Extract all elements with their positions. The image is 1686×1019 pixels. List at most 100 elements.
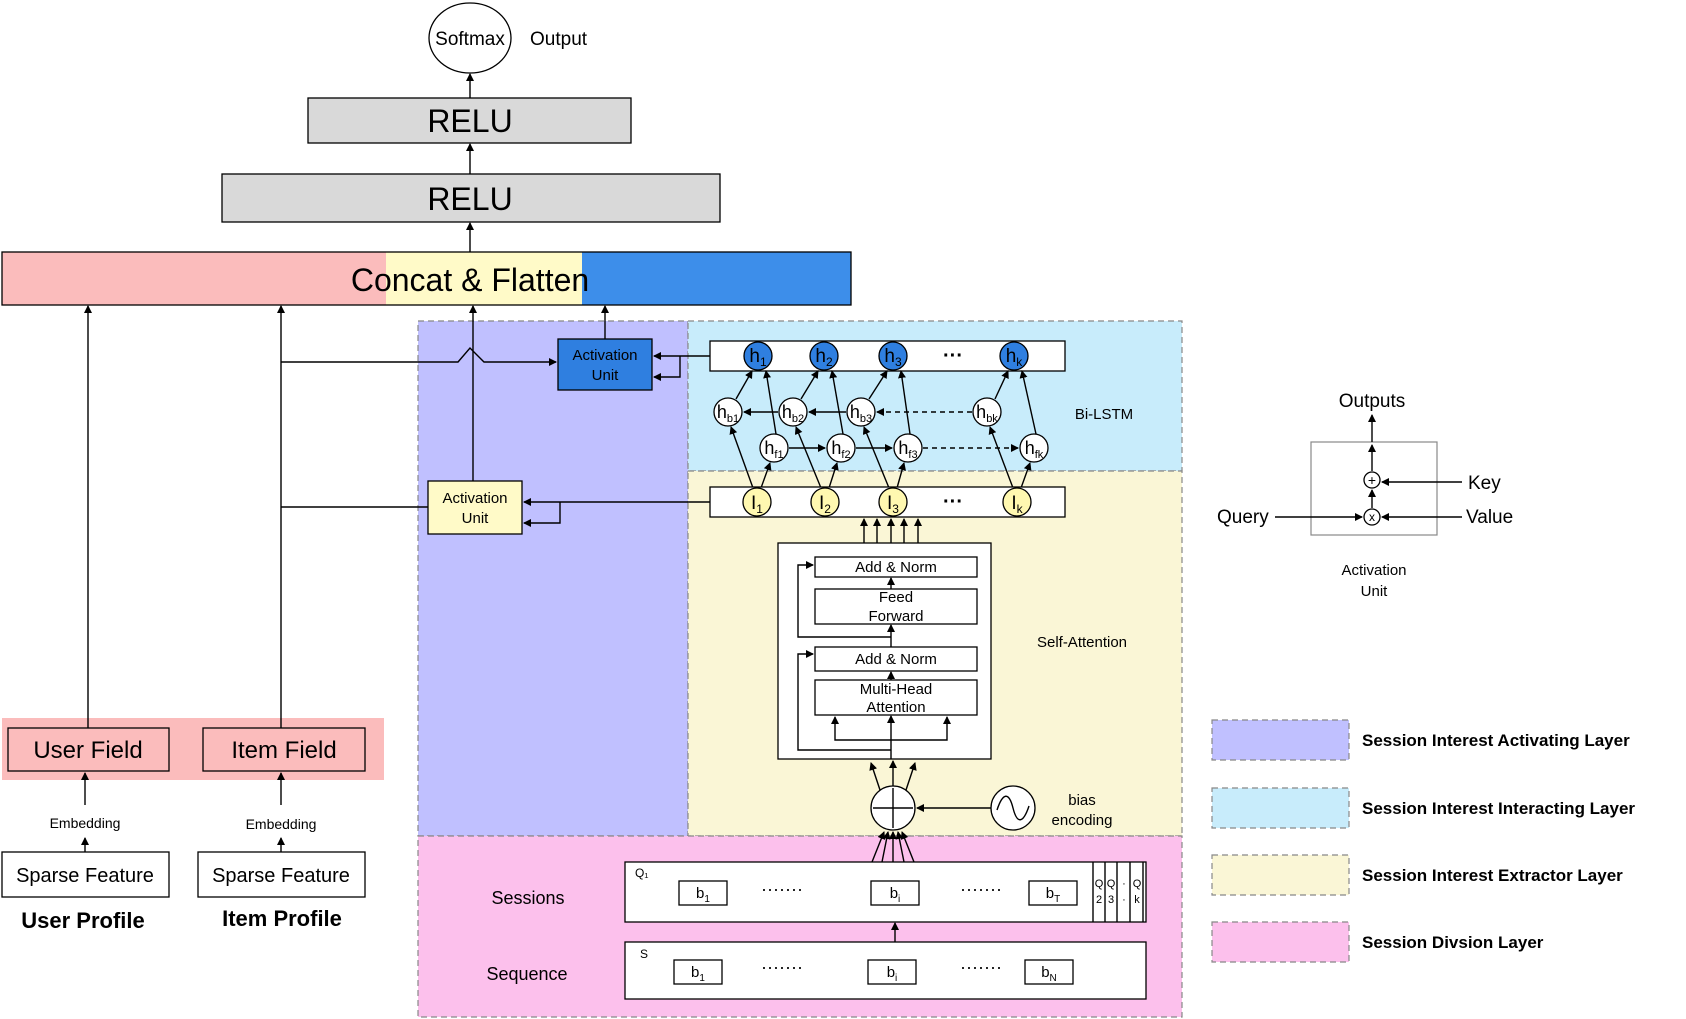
interest-node-label: Ik xyxy=(1011,493,1023,516)
sequence-dots-left: ······· xyxy=(761,957,803,977)
add-norm-top-box xyxy=(814,556,978,578)
user-field-box xyxy=(7,727,170,772)
activation-unit-mid-line1: Activation xyxy=(442,490,507,507)
h-row-ellipsis: ··· xyxy=(943,345,963,367)
hb-node xyxy=(846,397,876,427)
interest-node xyxy=(1002,487,1032,517)
relu-top-label: RELU xyxy=(427,103,512,139)
activation-unit-top xyxy=(557,338,653,391)
h-node-label: h2 xyxy=(815,346,833,369)
activation-unit-top-line1: Activation xyxy=(572,347,637,364)
q-col-top: Q xyxy=(1107,878,1116,890)
activation-detail-key: Key xyxy=(1468,473,1501,494)
sequence-item-box xyxy=(867,959,917,985)
multi-head-line2: Attention xyxy=(866,699,925,716)
interest-node xyxy=(742,487,772,517)
hf-node xyxy=(826,433,856,463)
output-label: Output xyxy=(530,29,588,50)
legend-label: Session Divsion Layer xyxy=(1362,933,1544,952)
interest-node xyxy=(878,487,908,517)
hf-node-label: hf3 xyxy=(898,438,917,461)
session-item-label: bi xyxy=(890,885,901,905)
activation-detail-outputs: Outputs xyxy=(1339,391,1406,412)
user-profile-label: User Profile xyxy=(21,908,145,933)
h-node xyxy=(809,341,839,371)
sessions-q1: Q₁ xyxy=(635,866,648,880)
h-node-label: hk xyxy=(1006,346,1024,369)
legend-swatch xyxy=(1211,719,1350,761)
times-sign: x xyxy=(1369,510,1375,524)
item-field-label: Item Field xyxy=(231,737,336,764)
relu-bottom-label: RELU xyxy=(427,181,512,217)
q-col-bottom: 2 xyxy=(1096,894,1102,906)
multi-head-attention-box xyxy=(814,679,978,716)
hb-node-label: hb1 xyxy=(717,402,739,425)
activation-detail-caption-line2: Unit xyxy=(1361,583,1389,600)
activation-unit-mid-line2: Unit xyxy=(462,510,490,527)
feed-forward-box xyxy=(814,588,978,625)
sparse-feature-item-box xyxy=(197,851,366,898)
embedding-user-label: Embedding xyxy=(50,815,121,831)
legend-label: Session Interest Interacting Layer xyxy=(1362,799,1635,818)
bias-encoding-line1: bias xyxy=(1068,792,1096,809)
concat-segment-yellow xyxy=(386,252,582,305)
session-item-label: bT xyxy=(1046,885,1060,905)
hb-node xyxy=(972,397,1002,427)
hf-node xyxy=(1019,433,1049,463)
legend-label: Session Interest Activating Layer xyxy=(1362,731,1630,750)
softmax-label: Softmax xyxy=(435,29,505,50)
hf-node-label: hf1 xyxy=(764,438,783,461)
interest-node-label: I3 xyxy=(887,493,899,516)
legend-swatch xyxy=(1211,854,1350,896)
session-item-label: b1 xyxy=(696,885,710,905)
interest-node xyxy=(810,487,840,517)
h-node xyxy=(999,341,1029,371)
activation-detail-value: Value xyxy=(1466,507,1513,528)
add-norm-bottom-box xyxy=(814,646,978,672)
sequence-item-label: b1 xyxy=(691,964,705,984)
session-item-box xyxy=(678,880,728,906)
q-col-bottom: 3 xyxy=(1108,894,1114,906)
concat-flatten-label: Concat & Flatten xyxy=(351,262,589,298)
hb-node xyxy=(778,397,808,427)
activation-detail-caption-line1: Activation xyxy=(1341,562,1406,579)
hf-node-label: hf2 xyxy=(831,438,850,461)
hb-node-label: hbk xyxy=(976,402,998,425)
session-item-box xyxy=(1028,880,1078,906)
interest-node-label: I1 xyxy=(751,493,763,516)
bias-encoding-line2: encoding xyxy=(1052,812,1113,829)
sequence-item-label: bN xyxy=(1041,964,1057,984)
interest-node-label: I2 xyxy=(819,493,831,516)
hf-node xyxy=(759,433,789,463)
h-node xyxy=(878,341,908,371)
sessions-dots-left: ······· xyxy=(761,879,803,899)
concat-segment-pink xyxy=(2,252,386,305)
self-attention-label: Self-Attention xyxy=(1037,634,1127,651)
add-norm-top-label: Add & Norm xyxy=(855,559,937,576)
hb-node-label: hb3 xyxy=(850,402,872,425)
q-col-bottom: · xyxy=(1122,894,1126,906)
concat-segment-blue xyxy=(582,252,851,305)
hf-node-label: hfk xyxy=(1025,438,1044,461)
item-field-box xyxy=(202,727,366,772)
hf-node xyxy=(893,433,923,463)
hb-node-label: hb2 xyxy=(782,402,804,425)
feed-forward-line2: Forward xyxy=(868,608,923,625)
plus-sign: + xyxy=(1368,472,1376,488)
times-node xyxy=(1363,508,1381,526)
sequence-item-box xyxy=(673,959,723,985)
q-col-top: Q xyxy=(1095,878,1104,890)
activating-layer-region xyxy=(417,320,689,837)
h-node-label: h1 xyxy=(749,346,767,369)
sessions-label: Sessions xyxy=(491,888,564,908)
sequence-dots-right: ······· xyxy=(960,957,1002,977)
sessions-dots-right: ······· xyxy=(960,879,1002,899)
h-node xyxy=(743,341,773,371)
sequence-label: Sequence xyxy=(486,964,567,984)
q-col-bottom: k xyxy=(1134,894,1140,906)
concat-flatten-box xyxy=(1,251,852,306)
activation-detail-query: Query xyxy=(1217,507,1269,528)
sequence-s: S xyxy=(640,947,648,961)
embedding-item-label: Embedding xyxy=(246,816,317,832)
legend-swatch xyxy=(1211,921,1350,963)
